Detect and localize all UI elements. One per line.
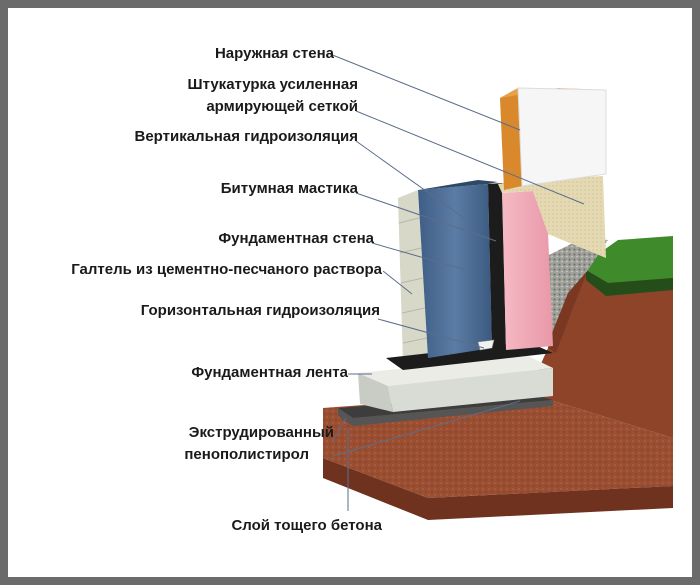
leader-foundation-wall (371, 242, 467, 271)
outer-wall-orange (500, 88, 522, 190)
leader-lines (329, 53, 585, 511)
diagram-frame: Наружная стена Штукатурка усиленная арми… (8, 8, 692, 577)
leader-vertical-waterproofing (355, 140, 469, 222)
leader-plaster (355, 110, 585, 205)
grass-layer (584, 236, 673, 283)
foundation-strip-front (358, 373, 393, 412)
label-bitumen-mastic: Битумная мастика (220, 180, 358, 197)
label-xps-line1: Экструдированный (188, 424, 334, 441)
soil-body (528, 258, 673, 438)
leader-xps-2 (332, 400, 521, 457)
leader-bitumen-mastic (355, 192, 497, 242)
leader-xps (332, 417, 347, 442)
leader-fillet (382, 270, 413, 295)
label-fillet: Галтель из цементно-песчаного раствора (71, 261, 382, 278)
foundation-cross-section (323, 53, 673, 520)
label-outer-wall: Наружная стена (214, 45, 334, 62)
label-foundation-wall: Фундаментная стена (218, 230, 374, 247)
xps-insulation (502, 191, 553, 350)
outer-wall-white (517, 87, 607, 187)
grass-dark (586, 270, 673, 296)
leader-horizontal-waterproofing (377, 318, 485, 349)
soil-bottom (323, 458, 673, 520)
bitumen-mastic (488, 183, 506, 350)
gravel-backfill (543, 238, 608, 338)
vertical-waterproofing (418, 184, 492, 358)
foundation-block-wall (398, 190, 428, 364)
plaster-with-mesh (498, 176, 606, 258)
foundation-strip-top (358, 356, 553, 386)
label-plaster-line2: армирующей сеткой (206, 98, 358, 115)
label-xps-line2: пенополистирол (184, 446, 309, 463)
label-horizontal-waterproofing: Горизонтальная гидроизоляция (140, 302, 380, 319)
label-plaster-line1: Штукатурка усиленная (187, 76, 358, 93)
label-vertical-waterproofing: Вертикальная гидроизоляция (134, 128, 358, 145)
vertical-waterproofing-top (418, 180, 498, 190)
foundation-strip-long (388, 368, 553, 412)
leader-outer-wall (329, 53, 521, 131)
label-foundation-strip: Фундаментная лента (191, 364, 348, 381)
label-lean-concrete: Слой тощего бетона (231, 517, 382, 534)
lean-concrete-front (338, 400, 553, 426)
